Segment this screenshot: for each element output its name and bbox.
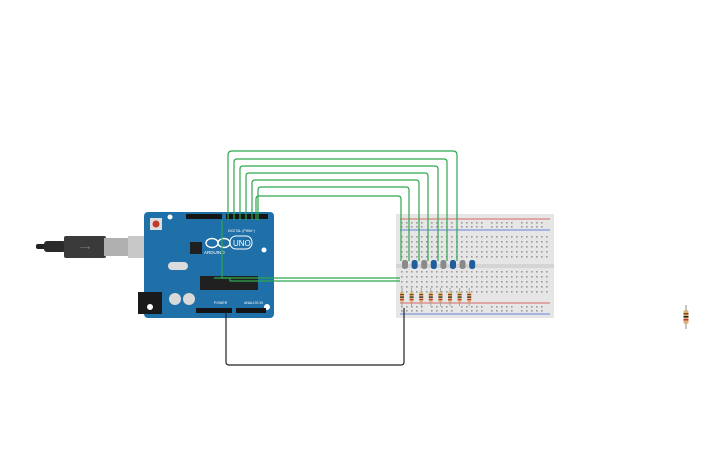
ground-wire[interactable] xyxy=(225,308,405,366)
analog-label: ANALOG IN xyxy=(244,301,264,305)
led-2[interactable] xyxy=(411,260,418,269)
signal-wire-5 xyxy=(251,179,420,261)
arduino-brand-text: ARDUINO xyxy=(204,250,225,255)
signal-wire-3 xyxy=(239,165,439,261)
uno-logo-text: UNO xyxy=(233,239,251,248)
signal-wire-4 xyxy=(245,172,429,261)
signal-wire-7 xyxy=(255,195,402,261)
led-3[interactable] xyxy=(421,260,428,269)
resistor-row[interactable] xyxy=(400,288,472,306)
resistor-1[interactable] xyxy=(400,288,404,306)
digital-label: DIGITAL (PWM~) xyxy=(228,229,255,233)
resistor-6[interactable] xyxy=(448,288,452,306)
led-7[interactable] xyxy=(459,260,466,269)
resistor-4[interactable] xyxy=(428,288,433,306)
power-jack[interactable] xyxy=(138,292,162,314)
led-row[interactable] xyxy=(402,260,476,269)
signal-wire-2 xyxy=(233,158,448,261)
signal-wires[interactable] xyxy=(214,150,458,282)
resistor-2[interactable] xyxy=(409,288,414,306)
resistor-3[interactable] xyxy=(419,288,424,306)
svg-text:⟶: ⟶ xyxy=(80,245,90,252)
resistor-7[interactable] xyxy=(457,288,462,306)
usb-cable-icon[interactable]: ⟶ xyxy=(36,236,160,258)
resistor-5[interactable] xyxy=(438,288,443,306)
signal-wire-1 xyxy=(227,150,458,261)
atmega-chip xyxy=(200,276,258,290)
resistor-icon[interactable] xyxy=(683,305,689,329)
ground-rail-wire-b xyxy=(214,277,400,282)
resistor-8[interactable] xyxy=(467,288,472,306)
led-5[interactable] xyxy=(440,260,447,269)
led-8[interactable] xyxy=(469,260,476,269)
arduino-board[interactable]: UNO ARDUINO DIGITAL (PWM~) POWER ANALOG … xyxy=(138,212,274,318)
signal-wire-6 xyxy=(257,186,410,261)
power-label: POWER xyxy=(214,301,228,305)
led-1[interactable] xyxy=(402,260,408,269)
led-6[interactable] xyxy=(450,260,456,269)
led-4[interactable] xyxy=(430,260,437,269)
